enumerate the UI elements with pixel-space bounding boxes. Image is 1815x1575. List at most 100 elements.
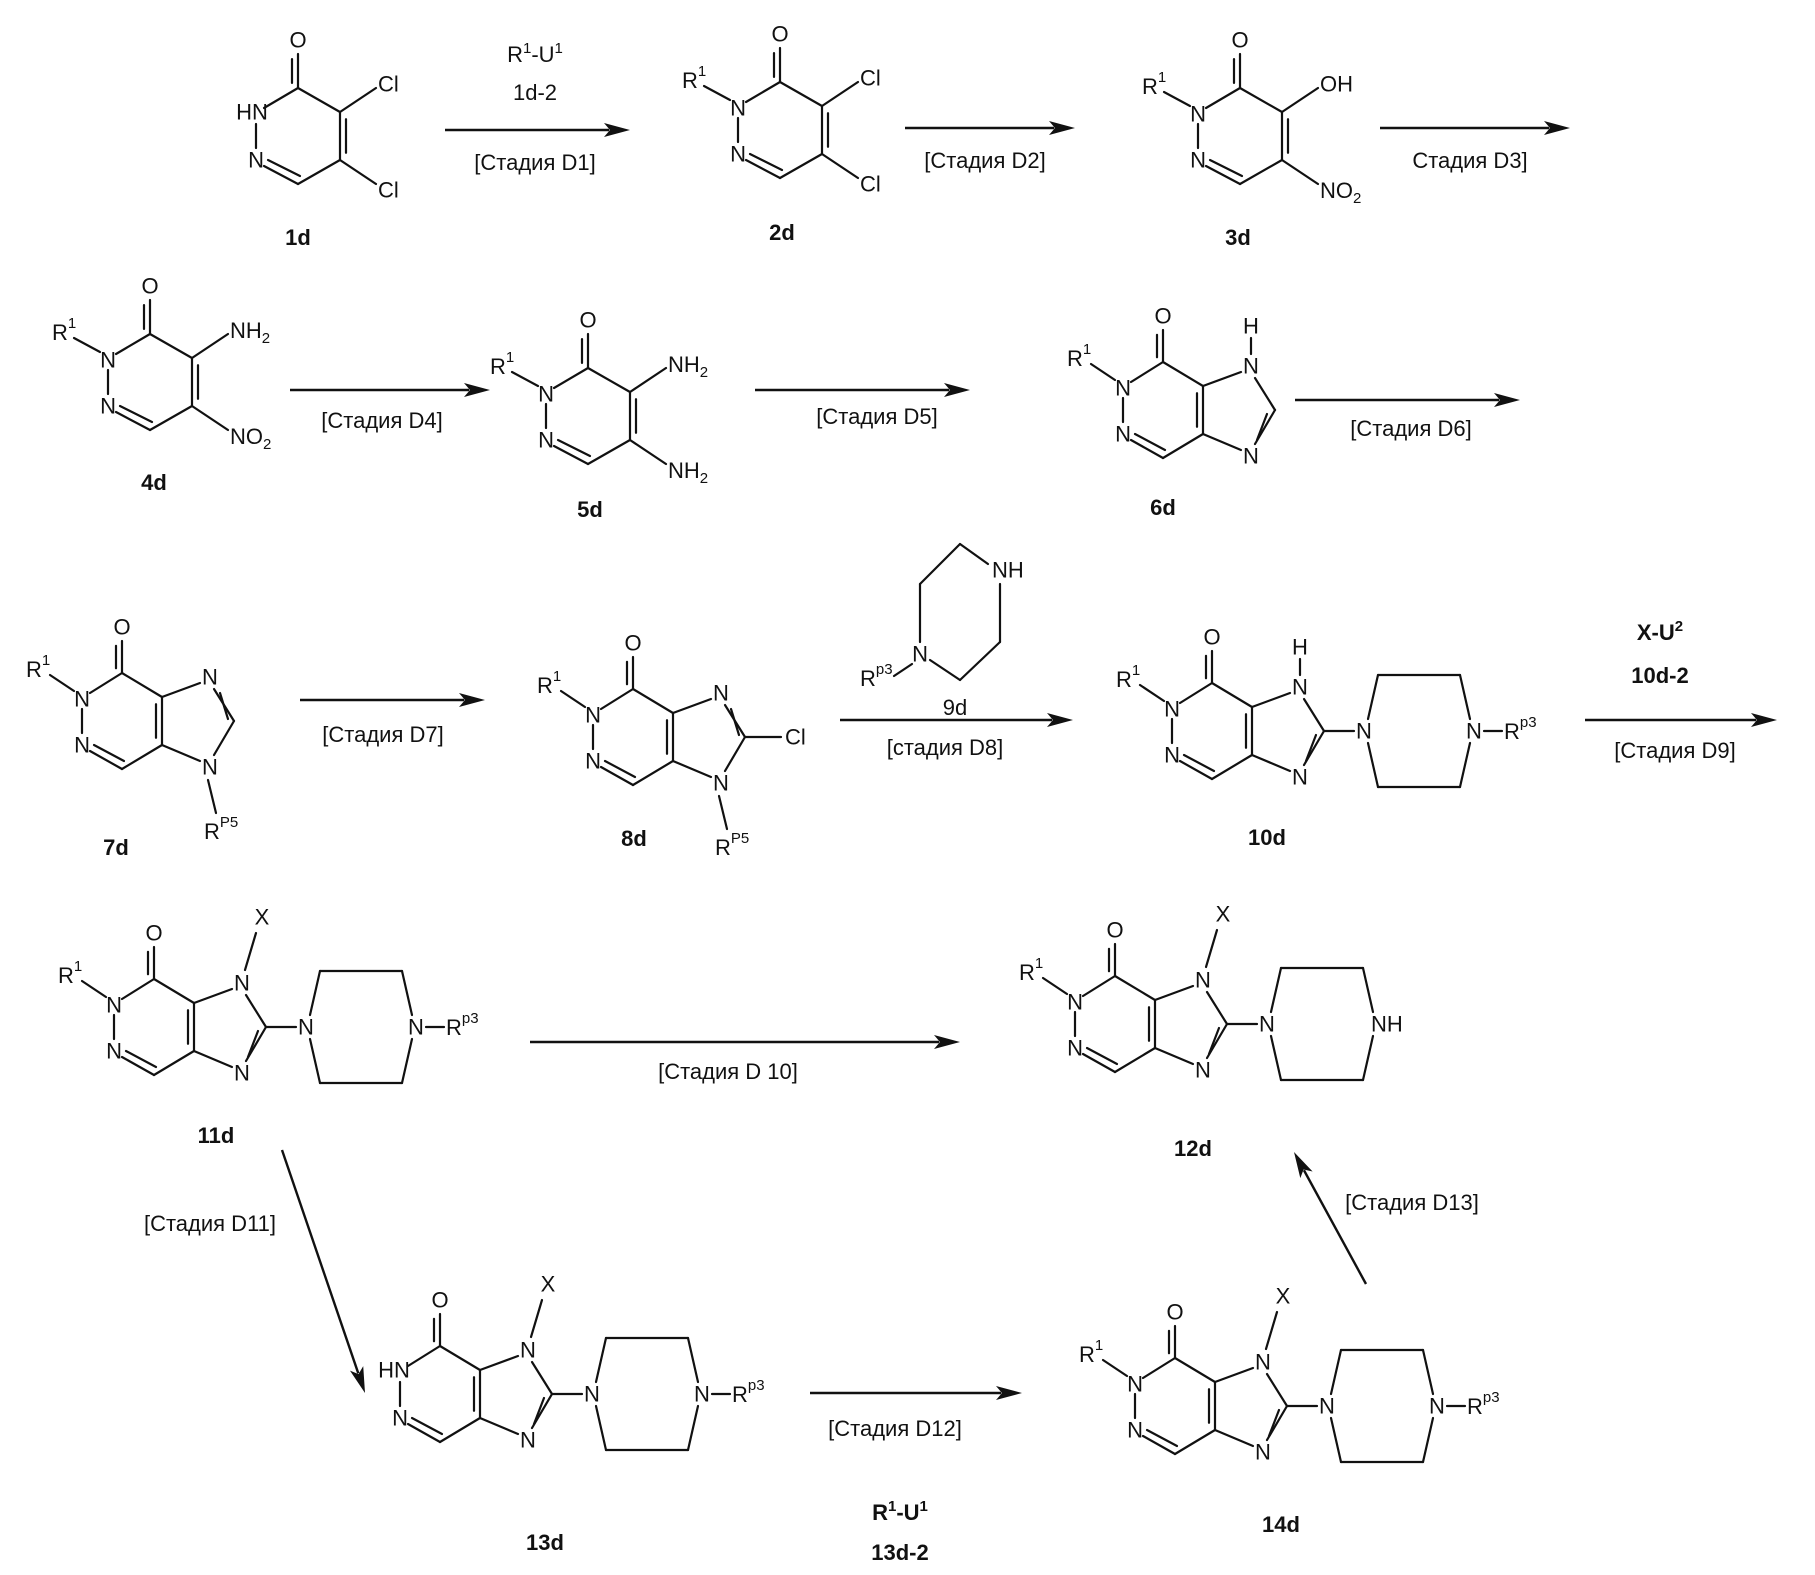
bond <box>599 765 635 787</box>
arrow-step-d8 <box>840 713 1073 727</box>
hn-label: HN <box>378 1358 410 1383</box>
nitrogen-label: N <box>1127 1372 1143 1397</box>
nitrogen-label: N <box>585 749 601 774</box>
nitrogen-label: N <box>202 665 218 690</box>
arrowhead-icon <box>1544 121 1570 135</box>
arrow-step-d3 <box>1380 121 1570 135</box>
bond <box>88 671 124 695</box>
bond <box>686 1404 700 1452</box>
oxygen-label: O <box>1231 28 1248 53</box>
step-label-d6: [Стадия D6] <box>1350 416 1471 441</box>
nitrogen-label: N <box>713 771 729 796</box>
r1-label: R1 <box>1142 69 1166 99</box>
bond <box>958 640 1002 682</box>
bond <box>1210 681 1254 709</box>
bond <box>723 735 747 773</box>
bond <box>114 410 152 432</box>
bond <box>628 366 668 394</box>
bond <box>1161 360 1205 388</box>
bond <box>717 794 729 831</box>
compound-label-4d: 4d <box>141 470 167 495</box>
step-label-d3: Стадия D3] <box>1412 148 1527 173</box>
bond <box>552 444 590 466</box>
bond <box>308 969 322 1017</box>
r1-label: R1 <box>1079 1337 1103 1367</box>
compound-label-1d: 1d <box>285 225 311 250</box>
bond <box>820 152 860 180</box>
nitrogen-label: N <box>74 687 90 712</box>
bond <box>1238 86 1284 114</box>
bond <box>1204 164 1242 186</box>
nitrogen-label: N <box>408 1015 424 1040</box>
reagent-id-13d-2: 13d-2 <box>871 1540 928 1565</box>
bond <box>1213 1366 1255 1384</box>
amino-label: NH2 <box>230 318 270 347</box>
step-label-d10: [Стадия D 10] <box>658 1059 798 1084</box>
r1-label: R1 <box>490 349 514 379</box>
bond <box>1458 673 1472 721</box>
arrowhead-icon <box>1049 121 1075 135</box>
bond <box>1458 741 1472 789</box>
arrow-step-d12 <box>810 1386 1022 1400</box>
bond <box>124 1049 158 1069</box>
bond <box>1255 412 1269 442</box>
compound-label-2d: 2d <box>769 220 795 245</box>
nitrogen-label: N <box>1067 1036 1083 1061</box>
bond <box>1138 683 1166 703</box>
arrowhead-icon <box>944 383 970 397</box>
bond <box>160 681 202 699</box>
chlorine-label: Cl <box>378 178 399 203</box>
bond <box>1269 1034 1283 1082</box>
oxygen-label: O <box>1154 304 1171 329</box>
nitrogen-label: N <box>1429 1394 1445 1419</box>
nitrogen-label: N <box>1127 1418 1143 1443</box>
bond <box>400 1037 414 1085</box>
bond <box>1162 90 1192 108</box>
bond <box>262 86 300 110</box>
compound-label-5d: 5d <box>577 497 603 522</box>
bond <box>1153 984 1195 1002</box>
bond <box>1265 1372 1289 1408</box>
bond <box>1101 1358 1129 1378</box>
bond <box>1213 1428 1255 1448</box>
bond <box>628 438 668 466</box>
bond <box>603 759 637 779</box>
amino-label: NH2 <box>668 352 708 381</box>
step-label-d11: [Стадия D11] <box>144 1211 276 1236</box>
bond <box>48 673 76 693</box>
bond <box>1250 753 1292 773</box>
bond <box>559 689 587 709</box>
arrowhead-icon <box>1751 713 1777 727</box>
bond <box>671 697 713 715</box>
arrow-shaft <box>1302 1169 1368 1285</box>
bond <box>212 719 236 757</box>
r1-label: R1 <box>52 315 76 345</box>
bond <box>1204 928 1219 969</box>
labels-layer: 1d 2d 3d 4d 5d 6d 7d 8d 10d 11d 12d 13d … <box>103 40 1736 1565</box>
step-label-d2: [Стадия D2] <box>924 148 1045 173</box>
bond <box>190 332 230 360</box>
bond <box>1421 1416 1435 1464</box>
bond <box>118 404 154 424</box>
bond <box>1253 376 1277 412</box>
bond <box>1304 733 1318 763</box>
nitrogen-label: N <box>234 1061 250 1086</box>
rp3-label: Rp3 <box>1504 714 1537 744</box>
nitrogen-label: N <box>1164 697 1180 722</box>
bond <box>1208 158 1244 178</box>
bond <box>1205 990 1229 1026</box>
bond <box>532 1396 546 1426</box>
chlorine-label: Cl <box>785 725 806 750</box>
bond <box>190 404 230 432</box>
bond <box>148 404 194 432</box>
arrowhead-icon <box>464 383 490 397</box>
nitrogen-label: N <box>1067 990 1083 1015</box>
nitrogen-label: N <box>202 755 218 780</box>
nitrogen-label: N <box>1319 1394 1335 1419</box>
reagent-id-9d: 9d <box>943 695 967 720</box>
bond <box>1250 691 1292 709</box>
arrow-step-d9 <box>1585 713 1777 727</box>
